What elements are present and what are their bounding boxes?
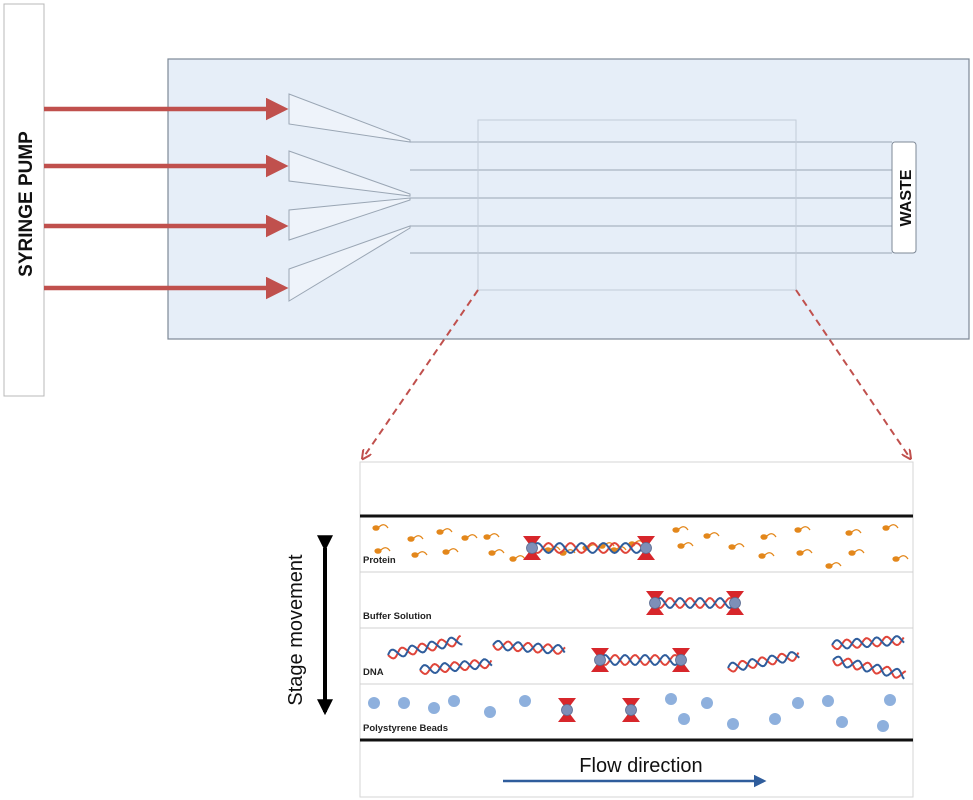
optical-trap	[637, 536, 655, 560]
bead	[665, 693, 677, 705]
protein-molecule	[848, 549, 865, 556]
bead	[398, 697, 410, 709]
bead	[792, 697, 804, 709]
optical-trap	[726, 591, 744, 615]
protein-molecule	[760, 533, 777, 540]
optical-trap	[672, 648, 690, 672]
flow-direction-label: Flow direction	[579, 755, 702, 777]
bead	[368, 697, 380, 709]
channel-walls	[360, 514, 913, 742]
protein-molecule	[442, 548, 459, 555]
optical-traps	[523, 536, 744, 722]
inlet-channels	[288, 93, 411, 302]
protein-molecule	[411, 551, 428, 558]
protein-molecule	[374, 547, 391, 554]
dna-strand	[419, 658, 493, 676]
dna-strands	[387, 541, 907, 680]
stage-movement-indicator: Stage movement	[285, 535, 333, 716]
bead	[877, 720, 889, 732]
waste-box	[891, 141, 917, 254]
bead	[448, 695, 460, 707]
dna-strand	[654, 596, 736, 610]
bead	[884, 694, 896, 706]
protein-molecule	[436, 528, 453, 535]
bead	[678, 713, 690, 725]
bead	[822, 695, 834, 707]
protein-molecule	[882, 524, 899, 531]
protein-molecule	[845, 529, 862, 536]
microfluidic-chip: WASTE	[167, 58, 970, 340]
dna-strand	[599, 653, 682, 667]
polystyrene-beads	[368, 693, 896, 732]
protein-molecule	[703, 532, 720, 539]
protein-molecule	[825, 562, 842, 569]
protein-molecule	[483, 533, 500, 540]
protein-molecule	[794, 526, 811, 533]
syringe-pump-box	[3, 3, 45, 397]
lane-label-protein: Protein	[363, 555, 396, 566]
optical-trap	[523, 536, 541, 560]
bead	[519, 695, 531, 707]
bead	[484, 706, 496, 718]
inlet-funnel-4	[288, 225, 411, 302]
protein-molecule	[407, 535, 424, 542]
protein-molecule	[672, 526, 689, 533]
dna-strand	[727, 651, 800, 673]
inlet-funnel-2	[288, 150, 411, 197]
protein-molecule	[892, 555, 909, 562]
protein-molecule	[372, 524, 389, 531]
protein-molecule	[677, 542, 694, 549]
zoom-arrow-right	[795, 289, 910, 458]
waste-label: WASTE	[898, 169, 915, 226]
optical-trap	[646, 591, 664, 615]
protein-molecule	[509, 555, 526, 562]
lane-label-beads: Polystyrene Beads	[363, 723, 448, 734]
protein-molecule	[758, 552, 775, 559]
zoom-arrow-left	[363, 289, 479, 458]
optical-trap	[558, 698, 576, 722]
optical-trap	[622, 698, 640, 722]
protein-molecule	[488, 549, 505, 556]
dna-strand	[832, 655, 907, 680]
waste-reservoir: WASTE	[891, 141, 917, 254]
lane-label-dna: DNA	[363, 667, 384, 678]
bead	[701, 697, 713, 709]
lane-dividers	[360, 571, 913, 685]
zoom-panel-frame	[359, 461, 914, 798]
dna-strand	[831, 635, 905, 651]
optical-trap	[591, 648, 609, 672]
observation-region	[477, 119, 797, 291]
lane-label-buffer: Buffer Solution	[363, 611, 432, 622]
zoom-indicators	[363, 289, 910, 458]
syringe-pump: SYRINGE PUMP	[3, 3, 45, 397]
bead	[727, 718, 739, 730]
dna-strand	[387, 634, 463, 660]
flow-direction-indicator: Flow direction	[503, 755, 767, 788]
stage-movement-label: Stage movement	[285, 554, 307, 706]
protein-molecule	[728, 543, 745, 550]
syringe-pump-label: SYRINGE PUMP	[16, 131, 37, 277]
dna-strand	[531, 541, 647, 555]
pump-arrows	[44, 97, 289, 300]
protein-molecule	[796, 549, 813, 556]
main-channel	[410, 141, 892, 254]
bead	[428, 702, 440, 714]
protein-molecule	[461, 534, 478, 541]
chip-body	[167, 58, 970, 340]
inlet-funnel-3	[288, 197, 411, 241]
bead	[769, 713, 781, 725]
bead	[836, 716, 848, 728]
zoomed-channel-panel: Protein Buffer Solution DNA Polystyrene …	[359, 461, 914, 798]
dna-strand	[492, 639, 566, 655]
